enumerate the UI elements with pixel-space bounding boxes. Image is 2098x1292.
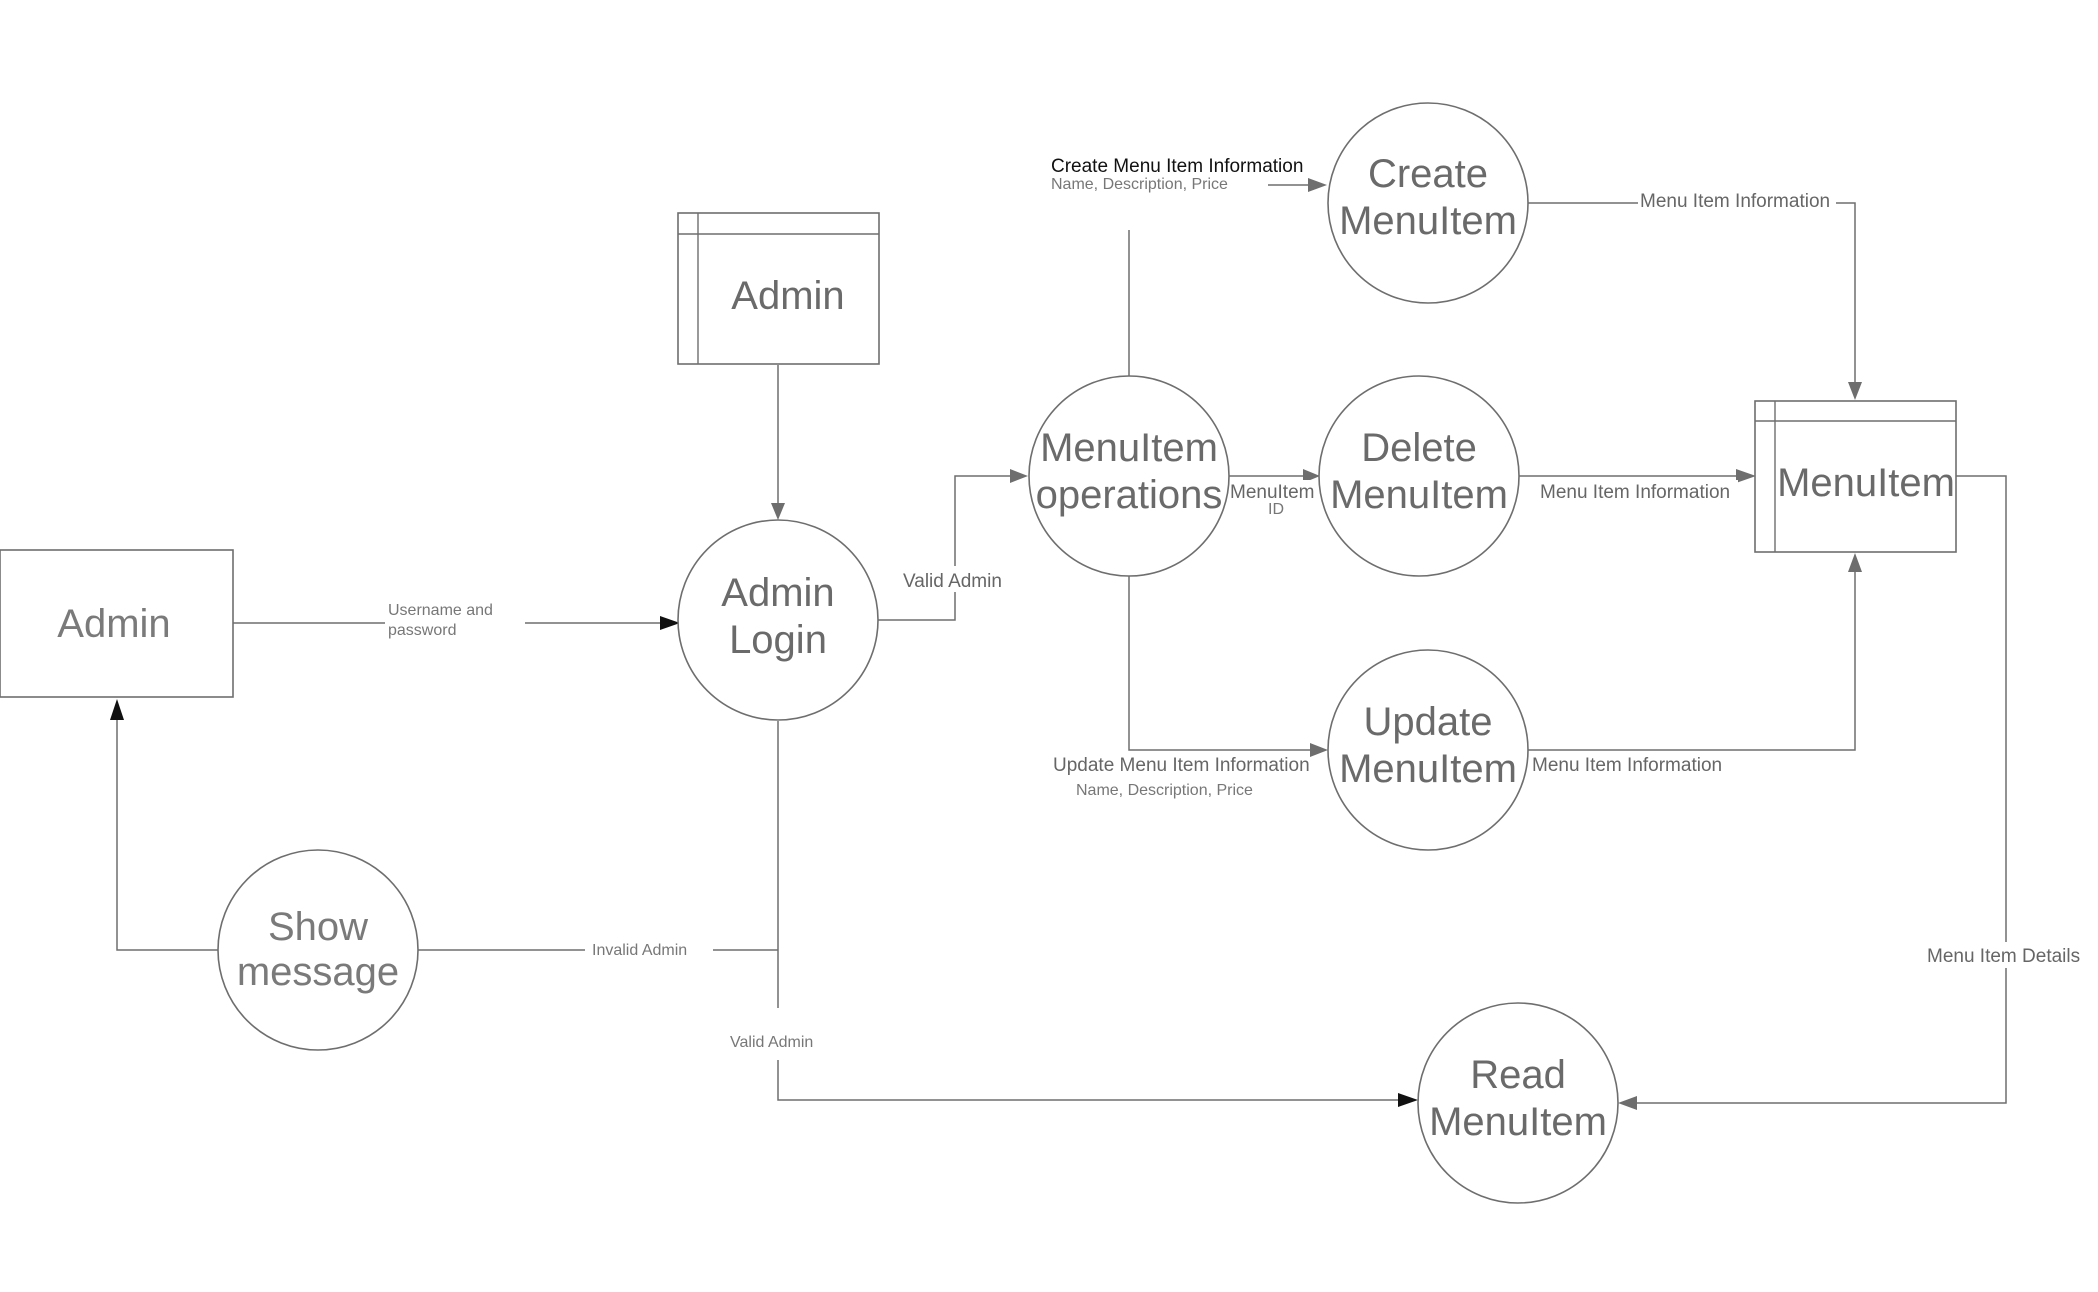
admin-entity: Admin <box>0 549 234 698</box>
update-menuitem-process: Update MenuItem <box>1327 649 1529 851</box>
edge-label-create-input-1: Create Menu Item Information <box>1051 156 1303 177</box>
show-message-label-1: Show <box>268 905 368 949</box>
create-menuitem-process: Create MenuItem <box>1327 102 1529 304</box>
create-menuitem-label-1: Create <box>1368 152 1488 196</box>
edge-create-output: Menu Item Information <box>1528 189 1862 400</box>
edge-label-update-input-1: Update Menu Item Information <box>1053 755 1310 776</box>
edge-credentials: Username and password <box>233 602 680 639</box>
edge-label-update-output: Menu Item Information <box>1532 755 1722 776</box>
delete-menuitem-process: Delete MenuItem <box>1318 375 1520 577</box>
show-message-label-2: message <box>237 950 399 994</box>
menuitem-operations-label-1: MenuItem <box>1040 426 1218 470</box>
edge-delete-output: Menu Item Information <box>1519 469 1756 506</box>
edge-label-valid-admin-ops: Valid Admin <box>903 571 1002 592</box>
edge-show-message-to-admin <box>110 699 220 951</box>
edge-label-credentials-1: Username and <box>388 602 493 619</box>
edge-delete-input: MenuItem ID <box>1229 469 1320 520</box>
menuitem-store-label: MenuItem <box>1777 461 1955 505</box>
edge-valid-admin-read: Valid Admin <box>730 1034 1418 1107</box>
delete-menuitem-label-2: MenuItem <box>1330 473 1508 517</box>
update-menuitem-label-1: Update <box>1364 700 1493 744</box>
edge-label-read-input: Menu Item Details <box>1927 946 2080 967</box>
admin-login-process: Admin Login <box>677 519 879 721</box>
edge-update-output: Menu Item Information <box>1528 553 1862 778</box>
admin-data-store: Admin <box>677 212 880 365</box>
read-menuitem-process: Read MenuItem <box>1417 1002 1619 1204</box>
read-menuitem-label-1: Read <box>1470 1053 1566 1097</box>
update-menuitem-label-2: MenuItem <box>1339 747 1517 791</box>
edge-invalid-admin: Invalid Admin <box>418 721 779 1008</box>
admin-login-label-1: Admin <box>721 571 834 615</box>
edge-create-input: Create Menu Item Information Name, Descr… <box>1051 156 1327 376</box>
menuitem-operations-process: MenuItem operations <box>1028 375 1230 577</box>
show-message-process: Show message <box>217 849 419 1051</box>
edge-label-delete-input-2: ID <box>1268 501 1284 518</box>
admin-entity-label: Admin <box>57 602 170 646</box>
menuitem-data-store: MenuItem <box>1754 400 1957 553</box>
create-menuitem-label-2: MenuItem <box>1339 199 1517 243</box>
edge-admin-store-to-login <box>771 365 785 520</box>
edge-label-create-output: Menu Item Information <box>1640 191 1830 212</box>
edge-label-credentials-2: password <box>388 622 456 639</box>
delete-menuitem-label-1: Delete <box>1361 426 1477 470</box>
read-menuitem-label-2: MenuItem <box>1429 1100 1607 1144</box>
edge-label-invalid-admin: Invalid Admin <box>592 942 687 959</box>
edge-valid-admin-ops: Valid Admin <box>878 469 1028 621</box>
admin-store-label: Admin <box>731 274 844 318</box>
edge-label-valid-admin-read: Valid Admin <box>730 1034 813 1051</box>
edge-label-create-input-2: Name, Description, Price <box>1051 176 1228 193</box>
admin-login-label-2: Login <box>729 618 827 662</box>
menuitem-operations-label-2: operations <box>1036 473 1223 517</box>
edge-label-delete-input-1: MenuItem <box>1230 482 1314 503</box>
edge-read-input: Menu Item Details <box>1618 475 2090 1110</box>
edge-label-update-input-2: Name, Description, Price <box>1076 782 1253 799</box>
edge-update-input: Update Menu Item Information Name, Descr… <box>1053 576 1328 799</box>
edge-label-delete-output: Menu Item Information <box>1540 482 1730 503</box>
